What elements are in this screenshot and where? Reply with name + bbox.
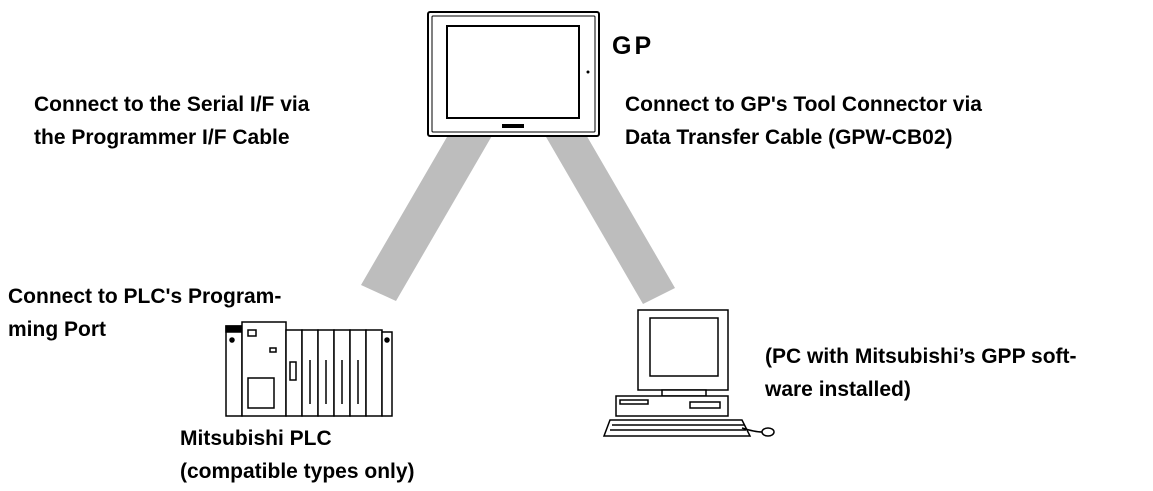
programming-port-label-line-1: Connect to PLC's Program- <box>8 285 282 308</box>
pc-label: (PC with Mitsubishi’s GPP soft- ware ins… <box>765 340 1077 406</box>
serial-cable-label-line-2: the Programmer I/F Cable <box>34 126 290 149</box>
tool-connector-label: Connect to GP's Tool Connector via Data … <box>625 88 982 154</box>
programming-port-label: Connect to PLC's Program- ming Port <box>8 280 281 346</box>
programmer-if-cable <box>361 118 493 301</box>
serial-cable-label-line-1: Connect to the Serial I/F via <box>34 93 310 116</box>
plc-label-line-2: (compatible types only) <box>180 460 415 483</box>
serial-cable-label: Connect to the Serial I/F via the Progra… <box>34 88 309 154</box>
plc-label-line-1: Mitsubishi PLC <box>180 427 332 450</box>
pc-workstation-icon <box>602 309 775 437</box>
tool-connector-label-line-2: Data Transfer Cable (GPW-CB02) <box>625 126 953 149</box>
tool-connector-label-line-1: Connect to GP's Tool Connector via <box>625 93 982 116</box>
gp-label: GP <box>612 32 655 60</box>
plc-label: Mitsubishi PLC (compatible types only) <box>180 422 415 488</box>
data-transfer-cable <box>542 114 675 304</box>
pc-label-line-1: (PC with Mitsubishi’s GPP soft- <box>765 345 1077 368</box>
pc-label-line-2: ware installed) <box>765 378 911 401</box>
gp-touch-panel-icon <box>427 11 600 137</box>
mitsubishi-plc-icon <box>225 321 393 417</box>
programming-port-label-line-2: ming Port <box>8 318 106 341</box>
